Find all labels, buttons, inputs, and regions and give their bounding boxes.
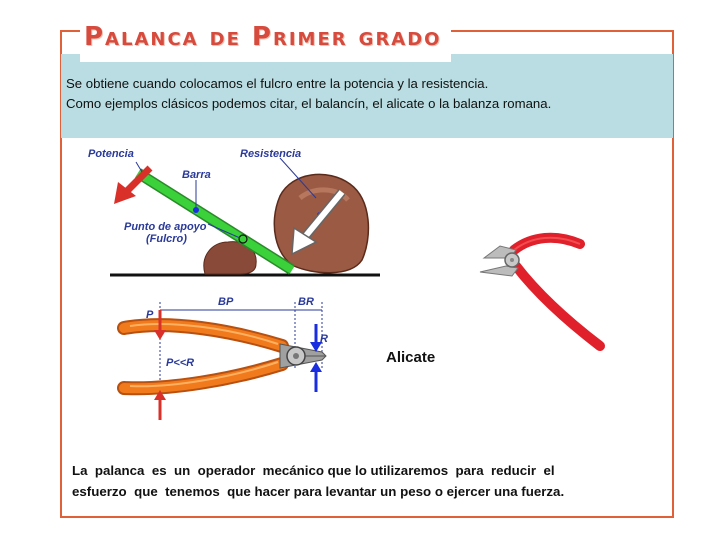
footer-line-2: esfuerzo que tenemos que hacer para leva… [72, 484, 565, 499]
footer-text: La palanca es un operador mecánico que l… [72, 460, 672, 502]
pliers-jaw-lower [479, 265, 519, 277]
pliers-lower-handle [511, 261, 605, 351]
bp-label: BP [218, 296, 234, 308]
resistance-arrow [291, 189, 346, 256]
slide-title: Palanca de Primer grado [80, 22, 452, 62]
force-p-arrow-top [154, 310, 166, 340]
footer-line-1: La palanca es un operador mecánico que l… [72, 463, 555, 478]
barra-label: Barra [182, 169, 211, 181]
alicate-label: Alicate [386, 349, 436, 366]
lever-diagram: Potencia Barra Resistencia Punto de apoy… [88, 148, 380, 277]
force-r-arrow-bottom [310, 362, 322, 392]
intro-text: Se obtiene cuando colocamos el fulcro en… [66, 74, 666, 114]
potencia-label: Potencia [88, 148, 134, 160]
intro-band [61, 54, 673, 138]
fulcrum-point [238, 234, 248, 244]
pliers-force-diagram: BP BR P R P<<R [117, 296, 328, 420]
force-r-arrow-top [310, 324, 322, 352]
br-label: BR [298, 296, 314, 308]
p-label: P [146, 309, 154, 321]
relation-label: P<<R [166, 357, 194, 369]
potencia-arrow [114, 165, 153, 204]
resistencia-label: Resistencia [240, 148, 301, 160]
fulcro-label-line-1: Punto de apoyo [124, 221, 207, 233]
pliers-photo [479, 232, 605, 351]
force-p-arrow-bottom [154, 390, 166, 420]
r-label: R [320, 333, 328, 345]
fulcro-label-line-2: (Fulcro) [146, 233, 187, 245]
intro-line-2: Como ejemplos clásicos podemos citar, el… [66, 96, 552, 111]
intro-line-1: Se obtiene cuando colocamos el fulcro en… [66, 76, 489, 91]
